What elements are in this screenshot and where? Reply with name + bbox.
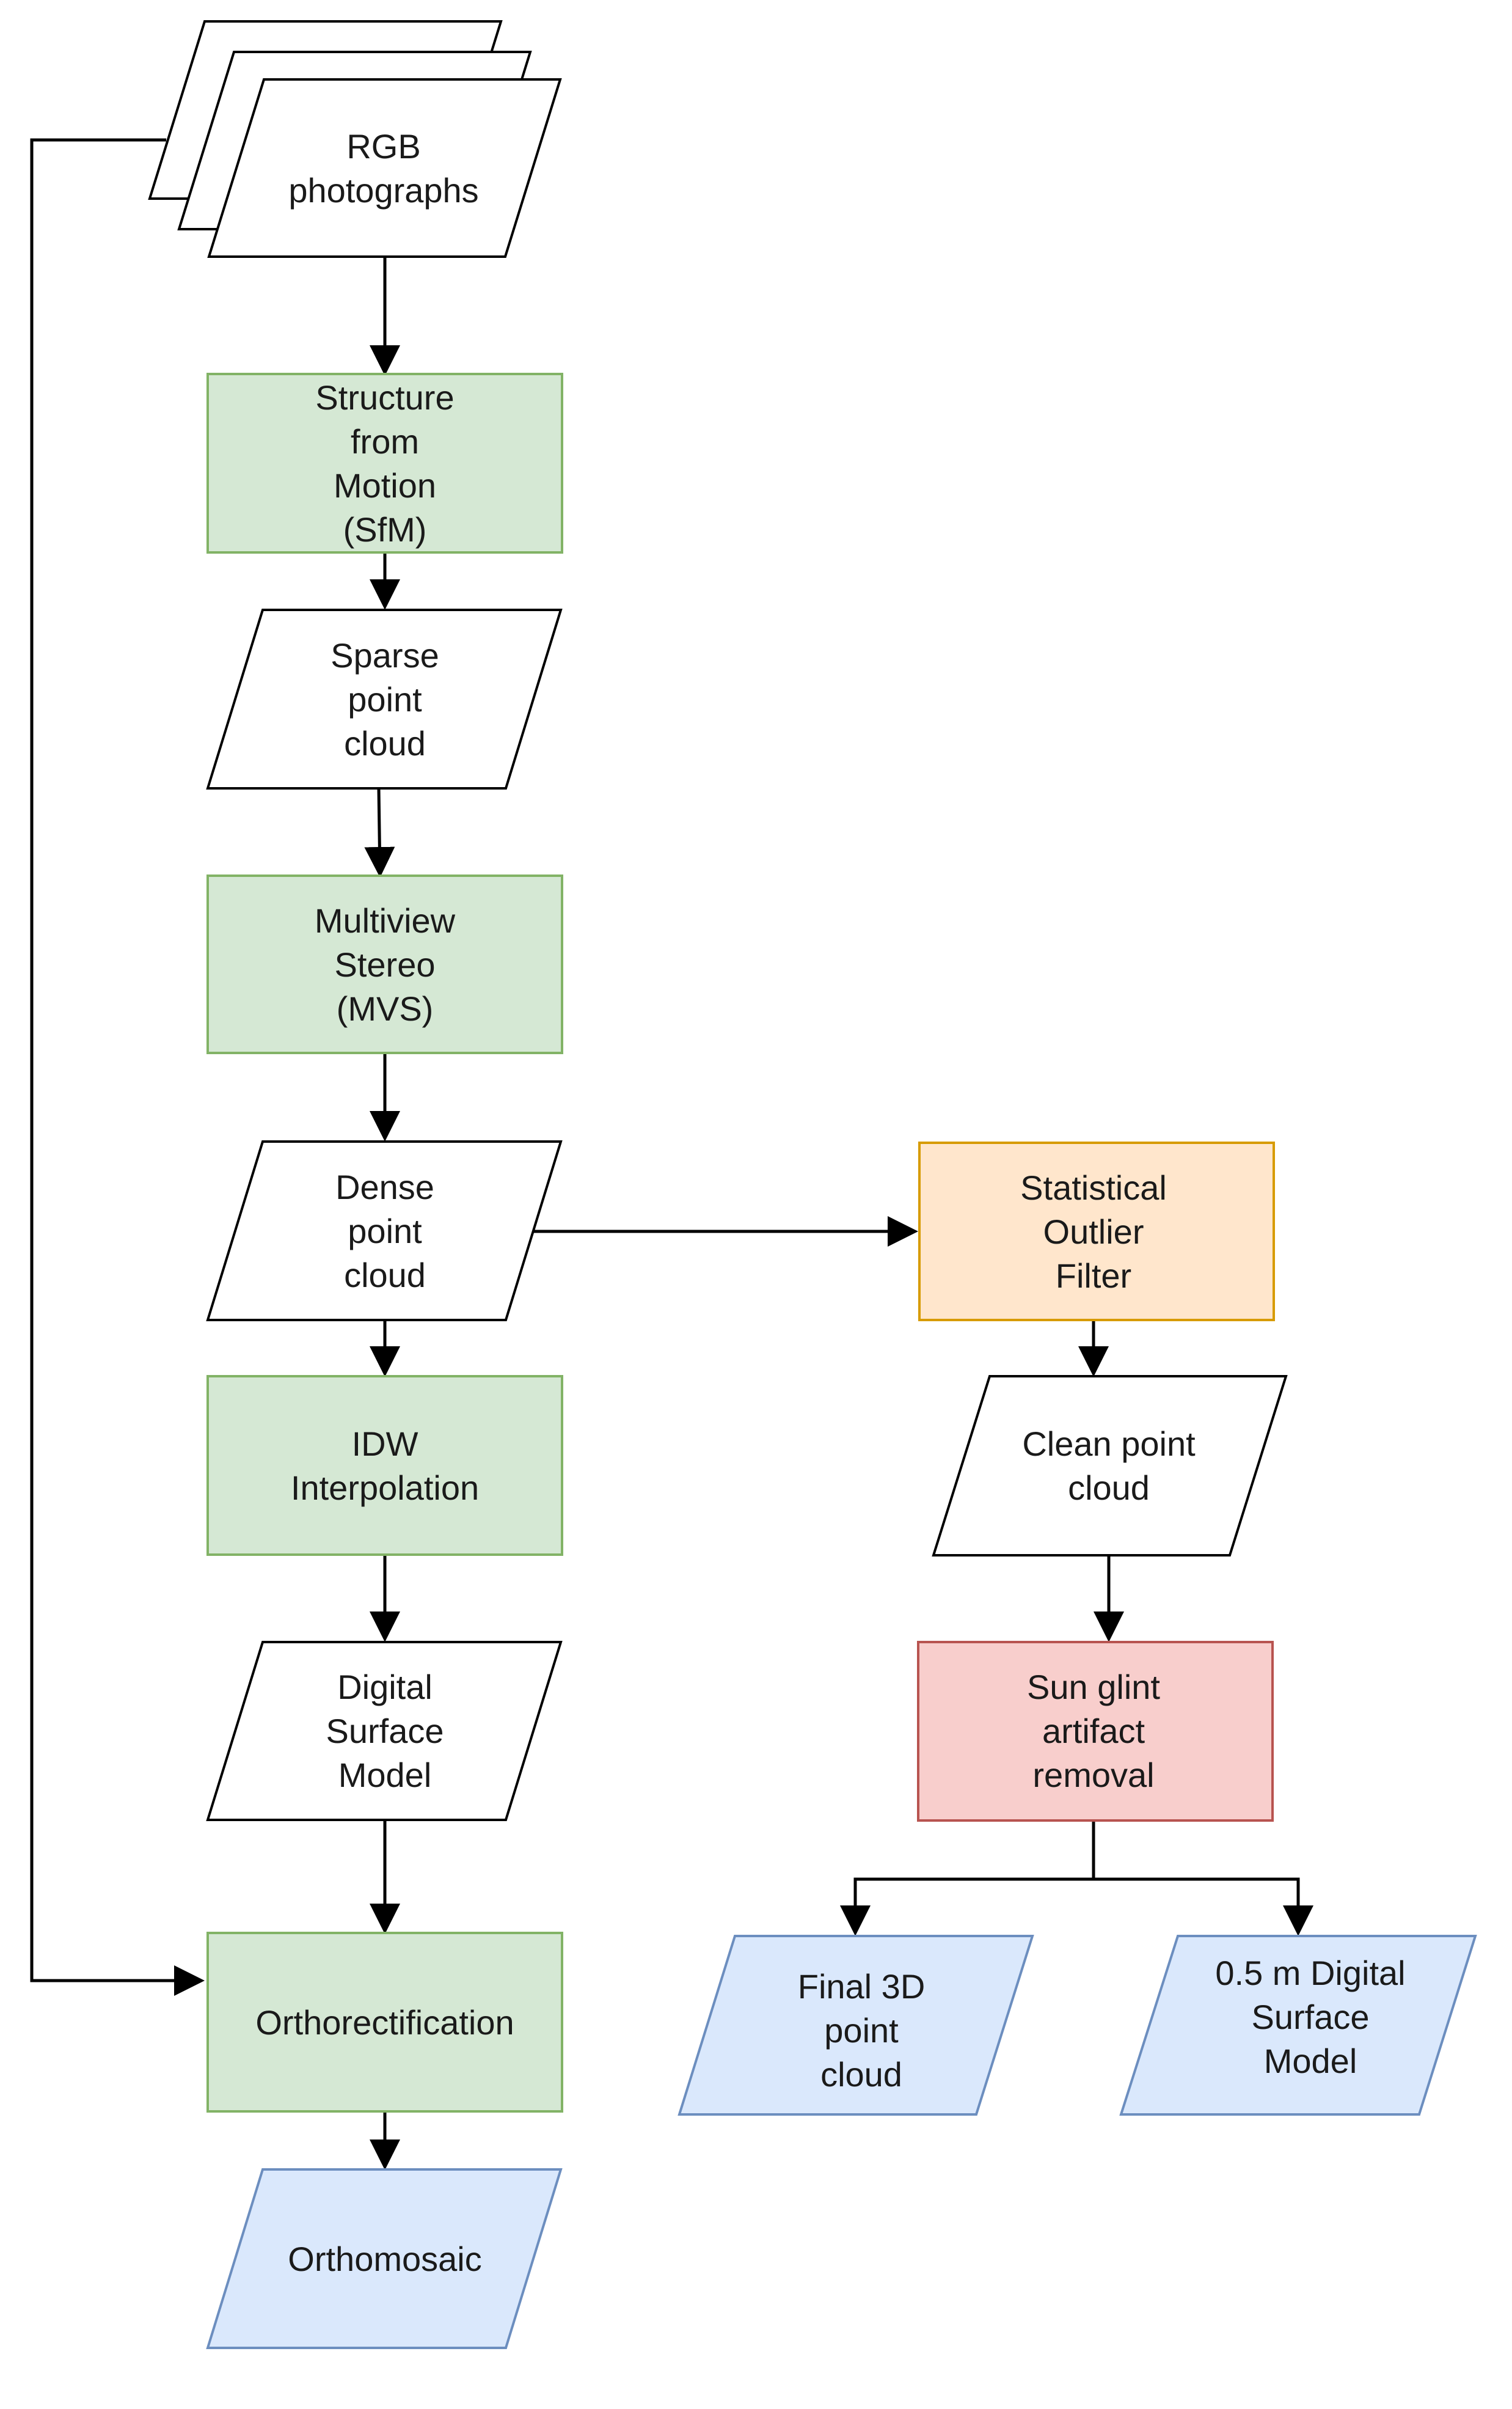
sparse-point-cloud-label: Sparse point cloud [331,636,439,763]
label-line: Multiview [315,901,456,940]
idw-box [206,1375,563,1556]
label-line: Clean point [1022,1425,1196,1463]
edge-sunglint-to-final [840,1820,1095,1936]
digital-surface-model-shape [206,1641,563,1821]
label-line: point [348,1212,422,1250]
label-line: removal [1032,1756,1154,1794]
dense-point-cloud-label: Dense point cloud [335,1168,434,1294]
clean-point-cloud-label: Clean point cloud [1022,1425,1196,1507]
node-orthomosaic: Orthomosaic [206,2168,563,2349]
label-line: cloud [344,1256,426,1294]
mvs-box [206,875,563,1054]
orthomosaic-shape [206,2168,563,2349]
label-line: artifact [1042,1712,1145,1750]
rgb-photographs-label: RGB photographs [288,127,478,210]
node-final-3d-point-cloud: Final 3D point cloud [677,1935,1034,2116]
orthorectification-box [206,1932,563,2113]
edge-sparse-to-mvs [364,788,395,878]
final-3d-point-cloud-shape [677,1935,1034,2116]
label-line: Motion [334,466,436,505]
label-line: from [351,422,419,461]
label-line: IDW [352,1425,418,1463]
label-line: cloud [820,2055,902,2094]
label-line: (SfM) [343,510,427,549]
clean-point-cloud-shape [932,1375,1288,1557]
sun-glint-removal-box [917,1641,1274,1822]
node-idw-interpolation: IDW Interpolation [206,1375,563,1556]
label-line: 0.5 m Digital [1215,1954,1405,1992]
node-sparse-point-cloud: Sparse point cloud [206,609,563,790]
label-line: (MVS) [337,989,434,1028]
statistical-outlier-filter-box [918,1142,1275,1321]
idw-label: IDW Interpolation [291,1425,479,1507]
edges [30,138,1313,2170]
node-dense-point-cloud: Dense point cloud [206,1140,563,1321]
label-line: Filter [1056,1256,1131,1295]
dsm-05m-shape [1119,1935,1477,2116]
label-line: Sparse [331,636,439,675]
label-line: Orthorectification [255,2003,514,2042]
node-clean-point-cloud: Clean point cloud [932,1375,1288,1557]
label-line: point [824,2011,899,2050]
edge-rgb-to-ortho [30,138,205,1996]
sparse-point-cloud-shape [206,609,563,790]
orthomosaic-label: Orthomosaic [288,2240,481,2278]
edge-sunglint-to-dsm05 [1094,1877,1313,1936]
label-line: point [348,680,422,719]
label-line: Sun glint [1027,1668,1160,1706]
label-line: Interpolation [291,1469,479,1507]
label-line: Structure [315,378,454,417]
node-sun-glint-removal: Sun glint artifact removal [917,1641,1274,1822]
label-line: photographs [288,171,478,210]
label-line: cloud [1068,1469,1150,1507]
dense-point-cloud-shape [206,1140,563,1321]
label-line: Surface [1252,1998,1370,2036]
label-line: Model [338,1756,432,1794]
label-line: Orthomosaic [288,2240,481,2278]
final-3d-point-cloud-label: Final 3D point cloud [798,1967,926,2094]
label-line: Outlier [1043,1212,1144,1251]
sfm-box [206,373,563,554]
label-line: Stereo [335,945,436,984]
node-orthorectification: Orthorectification [206,1932,563,2113]
sun-glint-removal-label: Sun glint artifact removal [1027,1668,1160,1794]
label-line: Digital [337,1668,433,1706]
label-line: Statistical [1020,1168,1167,1207]
label-line: Model [1264,2042,1357,2080]
label-line: RGB [346,127,420,166]
node-rgb-photographs: RGB photographs [148,20,562,258]
label-line: Dense [335,1168,434,1206]
orthorectification-label: Orthorectification [255,2003,514,2042]
label-line: Final 3D [798,1967,926,2006]
label-line: Surface [326,1712,444,1750]
photo-stack-front [207,78,562,258]
label-line: cloud [344,724,426,763]
